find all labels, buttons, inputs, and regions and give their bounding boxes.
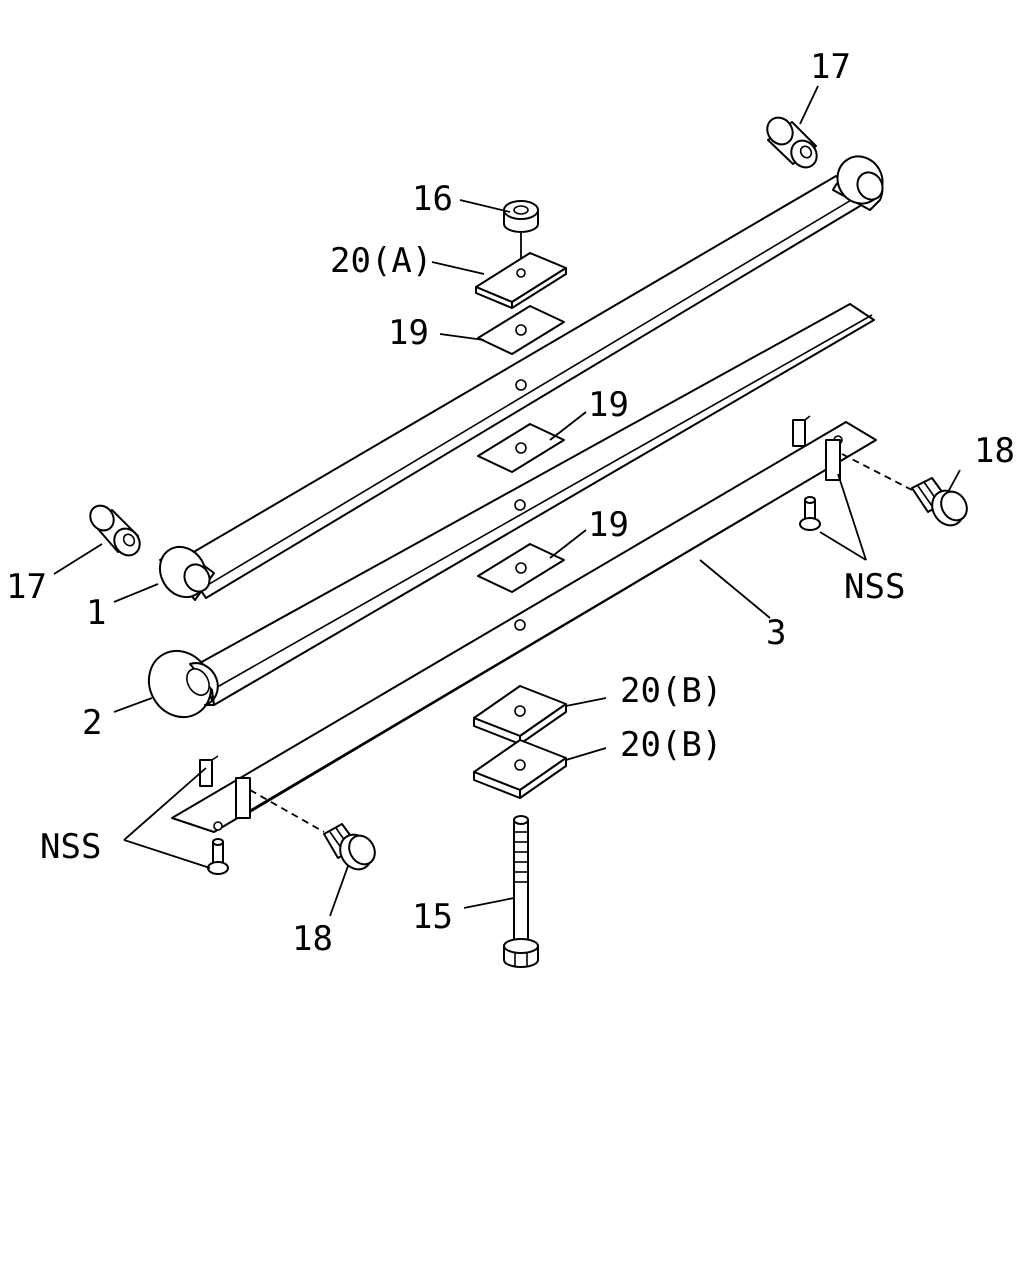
leaf-spring-1 — [179, 175, 871, 599]
clip-bolt-18-right — [911, 477, 968, 527]
callout-nss-right: NSS — [844, 567, 905, 607]
callout-20a: 20(A) — [330, 241, 432, 281]
plate-20b-bottom — [473, 739, 567, 799]
rivet-nss-right — [799, 496, 821, 531]
rivet-nss-left — [207, 838, 229, 875]
callout-3: 3 — [766, 613, 786, 653]
callout-20b-top: 20(B) — [620, 671, 722, 711]
callout-17-left: 17 — [6, 567, 47, 607]
callout-19-mid: 19 — [588, 385, 629, 425]
center-bolt-15 — [503, 815, 539, 968]
callout-nss-left: NSS — [40, 827, 101, 867]
callout-16: 16 — [412, 179, 453, 219]
callout-15: 15 — [412, 897, 453, 937]
callout-19-top: 19 — [388, 313, 429, 353]
callout-1: 1 — [86, 593, 106, 633]
pad-19-low — [477, 543, 565, 593]
insertion-path-left — [249, 789, 325, 833]
clip-bolt-18-bottom — [323, 823, 376, 871]
leader-lines — [53, 85, 961, 917]
leaf-1-eye-right — [832, 155, 884, 211]
nut-16 — [503, 200, 539, 270]
callout-2: 2 — [82, 703, 102, 743]
callout-18-right: 18 — [974, 431, 1015, 471]
leaf-3-clip-left — [199, 755, 251, 819]
leaf-3-clip-right — [792, 415, 841, 481]
bushing-17-top — [766, 116, 818, 169]
callout-18-bottom: 18 — [292, 919, 333, 959]
leaf-1-eye-left — [158, 545, 215, 601]
leaf-spring-3 — [171, 421, 877, 833]
pad-19-mid — [477, 423, 565, 473]
callout-17-top: 17 — [810, 47, 851, 87]
bushing-17-left — [89, 504, 141, 557]
pad-19-top — [477, 305, 565, 355]
leaf-2-eye-left — [147, 649, 219, 719]
plate-20b-top — [473, 685, 567, 745]
plate-20a — [475, 252, 567, 309]
callout-20b-bottom: 20(B) — [620, 725, 722, 765]
callout-19-low: 19 — [588, 505, 629, 545]
insertion-path-right — [841, 453, 913, 491]
